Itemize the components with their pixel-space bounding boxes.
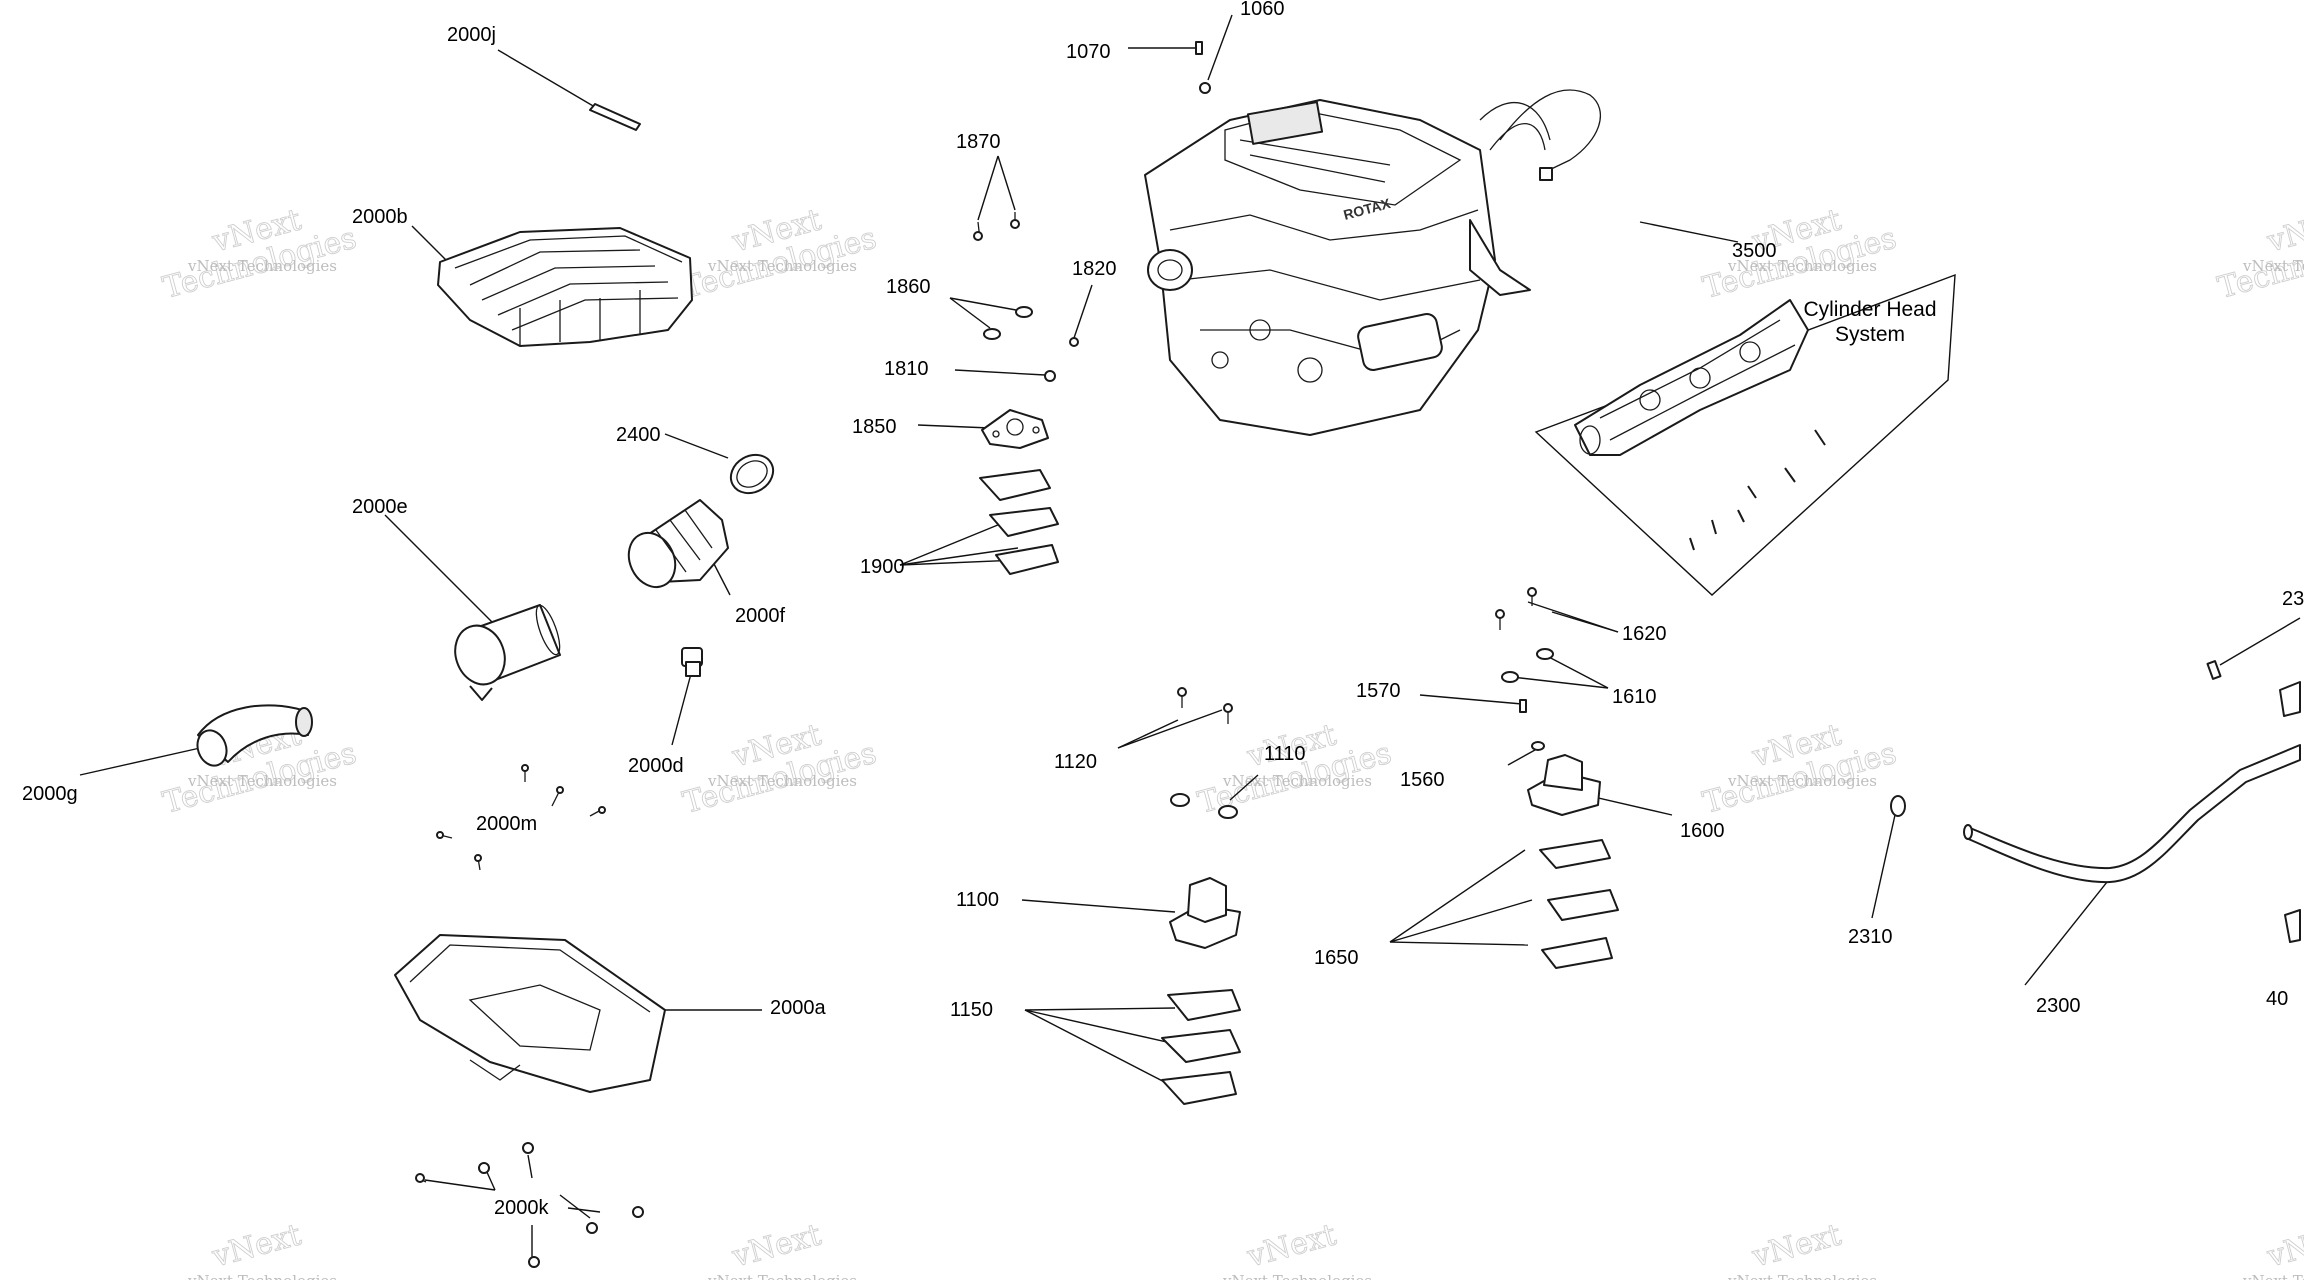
- label-1100: 1100: [956, 889, 999, 911]
- label-1070: 1070: [1066, 41, 1111, 63]
- svg-text:vNext: vNext: [728, 1217, 825, 1274]
- svg-text:vNext Technologies: vNext Technologies: [1222, 1272, 1372, 1280]
- watermark: vNext Technologies vNext Technologies: [679, 202, 881, 306]
- watermark: vNext vNext Technologies: [707, 1217, 857, 1280]
- label-1900: 1900: [860, 556, 905, 578]
- part-1850-mount: [981, 409, 1049, 449]
- part-2400-clamp: [729, 453, 775, 495]
- watermark: vNext vNext Technologies: [1222, 1217, 1372, 1280]
- watermark: vNext Technologies vNext Technologies: [159, 202, 361, 306]
- watermark: vNext vNext Technologies: [1727, 1217, 1877, 1280]
- part-1820-1810: [1044, 337, 1079, 382]
- part-2000e-tube: [454, 604, 561, 701]
- watermark: vNext vNext Technologies: [187, 1217, 337, 1280]
- part-2000d-fitting: [681, 647, 703, 677]
- label-1150: 1150: [950, 999, 993, 1021]
- svg-text:vNext Technologies: vNext Technologies: [187, 257, 337, 275]
- part-1570-1560: [1519, 699, 1545, 751]
- watermark: vNext Technologies vNext Technologies: [1194, 717, 1396, 821]
- label-2000e: 2000e: [352, 496, 408, 518]
- label-1650: 1650: [1314, 947, 1359, 969]
- part-2000k-bolts: [415, 1142, 644, 1268]
- svg-text:vNext Technologies: vNext Technologies: [707, 1272, 857, 1280]
- part-23-40: [2206, 660, 2301, 943]
- svg-text:vNext Technologies: vNext Technologies: [187, 772, 337, 790]
- part-2000j-strip: [589, 103, 641, 131]
- svg-text:vNext Technologies: vNext Technologies: [707, 772, 857, 790]
- label-2000m: 2000m: [476, 813, 537, 835]
- part-1860-washers: [983, 306, 1033, 340]
- leader-lines: [79, 14, 2301, 1258]
- label-2400: 2400: [616, 424, 661, 446]
- label-1120: 1120: [1054, 751, 1097, 773]
- label-2300: 2300: [2036, 995, 2081, 1017]
- label-1060: 1060: [1240, 0, 1285, 20]
- label-3500: 3500: [1732, 240, 1777, 262]
- engine-assembly: ROTAX: [1144, 89, 1601, 436]
- label-2000g: 2000g: [22, 783, 78, 805]
- label-2000k: 2000k: [494, 1197, 549, 1219]
- label-2000b: 2000b: [352, 206, 408, 228]
- svg-text:vNext Technologies: vNext Technologies: [1727, 772, 1877, 790]
- label-2000f: 2000f: [735, 605, 785, 627]
- part-1900-shims: [979, 469, 1059, 575]
- label-23: 23: [2282, 588, 2304, 610]
- watermark: vNext vNext Technologies: [2242, 1217, 2304, 1280]
- svg-text:vNext Technologies: vNext Technologies: [1727, 257, 1877, 275]
- part-2000g-elbow: [196, 704, 313, 767]
- watermark: vNext Technologies vNext Technologies: [679, 717, 881, 821]
- part-2000a-oil-pan: [394, 934, 666, 1093]
- part-1150-shims: [1161, 989, 1241, 1105]
- part-1060-1070: [1195, 41, 1211, 94]
- cylinder-head-part: [1574, 299, 1809, 456]
- part-1600-mount: [1527, 754, 1601, 816]
- part-2000b-valve-cover: [437, 227, 693, 347]
- label-1860: 1860: [886, 276, 931, 298]
- part-1120-bolts: [1177, 687, 1233, 724]
- part-1610-washers: [1501, 648, 1554, 683]
- label-1850: 1850: [852, 416, 897, 438]
- part-2310-clamp: [1890, 795, 1906, 817]
- label-2000a: 2000a: [770, 997, 826, 1019]
- callout-title-line2: System: [1835, 323, 1905, 346]
- svg-text:vNext Technologies: vNext Technologies: [2242, 1272, 2304, 1280]
- label-40: 40: [2266, 988, 2288, 1010]
- cylinder-head-bolts: [1689, 429, 1826, 551]
- watermark: vNext Technologies vNext Technologies: [1699, 717, 1901, 821]
- cylinder-head-system-callout: Cylinder Head System: [1534, 273, 1956, 596]
- part-1620-bolts: [1495, 587, 1537, 630]
- part-1650-shims: [1539, 839, 1619, 969]
- label-1560: 1560: [1400, 769, 1445, 791]
- svg-text:vNext Technologies: vNext Technologies: [2242, 257, 2304, 275]
- part-2000m-screws: [436, 764, 606, 871]
- part-1870-bolts: [973, 212, 1020, 241]
- svg-text:vNext: vNext: [2263, 1217, 2304, 1274]
- label-1810: 1810: [884, 358, 929, 380]
- part-2000f-boot: [627, 499, 729, 589]
- callout-title-line1: Cylinder Head: [1803, 298, 1936, 321]
- label-1110: 1110: [1264, 743, 1306, 765]
- label-1820: 1820: [1072, 258, 1117, 280]
- label-2000j: 2000j: [447, 24, 496, 46]
- part-2300-pipe: [1963, 744, 2301, 884]
- label-1620: 1620: [1622, 623, 1667, 645]
- svg-text:vNext: vNext: [208, 1217, 305, 1274]
- svg-text:vNext Technologies: vNext Technologies: [187, 1272, 337, 1280]
- svg-text:vNext Technologies: vNext Technologies: [1222, 772, 1372, 790]
- label-1610: 1610: [1612, 686, 1657, 708]
- svg-text:vNext: vNext: [1748, 1217, 1845, 1274]
- svg-text:vNext: vNext: [1243, 1217, 1340, 1274]
- svg-text:vNext Technologies: vNext Technologies: [707, 257, 857, 275]
- part-1110-washers: [1170, 793, 1238, 819]
- part-1100-mount: [1169, 877, 1241, 949]
- part-labels: 2000j 2000b 2400 2000e 2000f 2000d 2000g…: [22, 0, 2304, 1219]
- label-2310: 2310: [1848, 926, 1893, 948]
- label-1570: 1570: [1356, 680, 1401, 702]
- label-1600: 1600: [1680, 820, 1725, 842]
- watermark: vNext Technologies vNext Technologies: [2214, 202, 2304, 306]
- label-1870: 1870: [956, 131, 1001, 153]
- svg-text:vNext Technologies: vNext Technologies: [1727, 1272, 1877, 1280]
- label-2000d: 2000d: [628, 755, 684, 777]
